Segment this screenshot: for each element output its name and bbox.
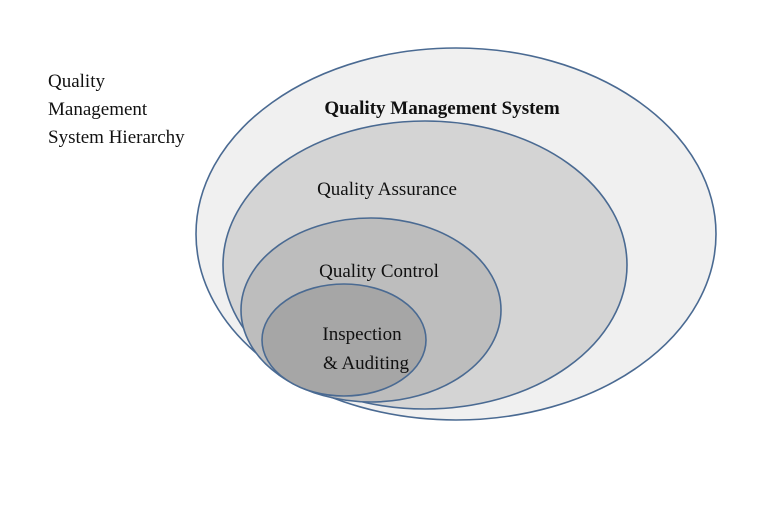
side-title-line-1: Quality xyxy=(48,71,105,92)
label-quality-control: Quality Control xyxy=(319,261,439,282)
label-auditing: & Auditing xyxy=(323,353,410,374)
label-quality-management-system: Quality Management System xyxy=(324,98,560,119)
side-title-line-3: System Hierarchy xyxy=(48,127,185,148)
label-quality-assurance: Quality Assurance xyxy=(317,179,457,200)
ellipse-inspection-auditing xyxy=(261,283,427,397)
side-title-line-2: Management xyxy=(48,99,148,120)
diagram-side-title: Quality Management System Hierarchy xyxy=(48,68,185,152)
label-inspection: Inspection xyxy=(322,324,402,345)
